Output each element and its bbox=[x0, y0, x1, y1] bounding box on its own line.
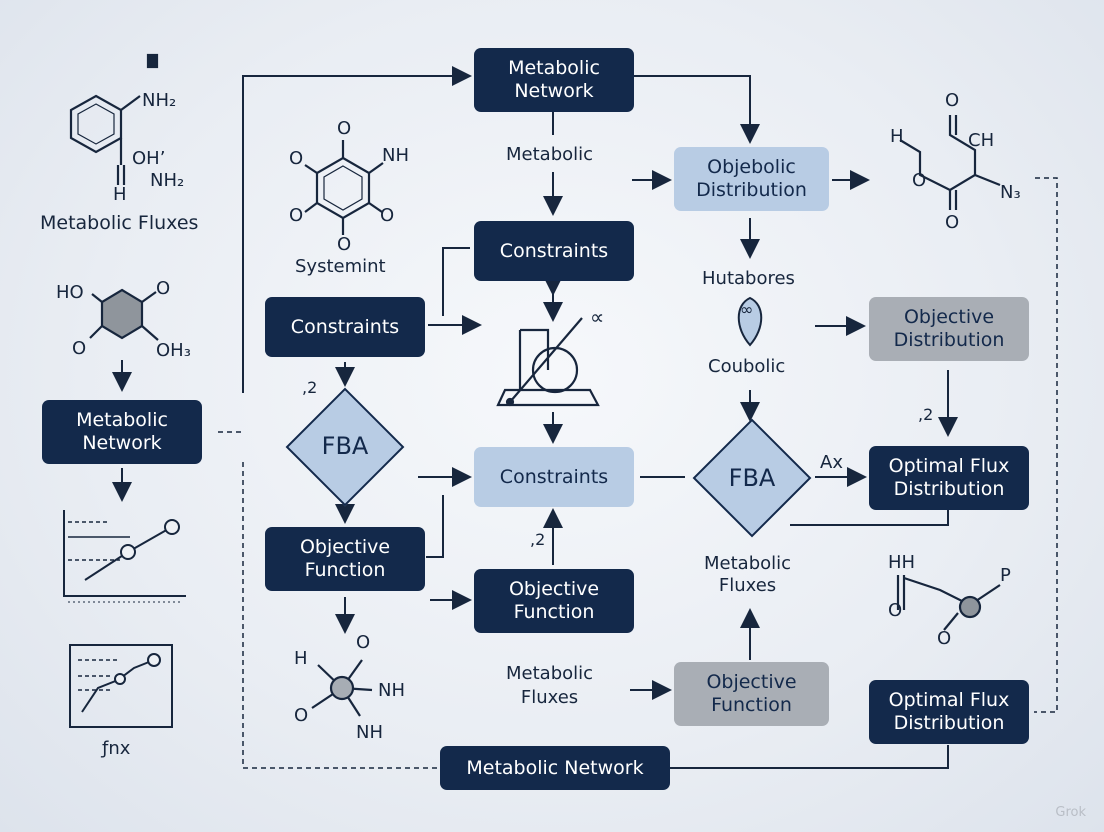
chem-o-mid-right: O bbox=[912, 170, 927, 191]
molecule-bottom-left bbox=[311, 659, 373, 717]
chart-icon-1 bbox=[63, 510, 186, 603]
chem-o-top-right: O bbox=[945, 90, 960, 111]
chem-h-right: H bbox=[890, 126, 904, 147]
objective-distribution-box[interactable]: Objective Distribution bbox=[869, 297, 1029, 361]
chem-n3: N₃ bbox=[1000, 182, 1021, 203]
hutabores-label: Hutabores bbox=[702, 268, 795, 289]
molecule-top-right bbox=[899, 115, 1001, 210]
metabolic-fluxes-label-bottom: Metabolic Fluxes bbox=[506, 663, 594, 708]
metabolic-fluxes-caption: Metabolic Fluxes bbox=[40, 212, 199, 234]
constraints-box-center[interactable]: Constraints bbox=[474, 447, 634, 507]
chem-nh-q: NH bbox=[382, 145, 409, 166]
chem-o-bot2: O bbox=[294, 705, 309, 726]
metabolic-network-box-top[interactable]: Metabolic Network bbox=[474, 48, 634, 112]
alpha-symbol: ∝ bbox=[590, 305, 605, 329]
chem-nh-bot2: NH bbox=[356, 722, 383, 743]
chem-h-bot: H bbox=[294, 648, 308, 669]
objective-function-box-left[interactable]: Objective Function bbox=[265, 527, 425, 591]
chem-ch: CH bbox=[968, 130, 995, 151]
chem-nh2-top: NH₂ bbox=[142, 90, 177, 111]
watermark: Grok bbox=[1055, 805, 1086, 820]
ax-label: Ax bbox=[820, 452, 843, 473]
chem-nh2-low: NH₂ bbox=[150, 170, 185, 191]
chem-o-p1: O bbox=[888, 600, 903, 621]
coubolic-label: Coubolic bbox=[708, 356, 786, 377]
chem-o-q3: O bbox=[289, 205, 304, 226]
chem-ho: HO bbox=[56, 282, 84, 303]
two-label-a: ,2 bbox=[302, 378, 318, 397]
chem-o-q1: O bbox=[337, 118, 352, 139]
chem-oh3: OH₃ bbox=[156, 340, 191, 361]
fba-label-left: FBA bbox=[321, 432, 369, 460]
two-label-c: ,2 bbox=[918, 405, 934, 424]
chem-o1: O bbox=[337, 234, 352, 255]
metabolic-label-mid: Metabolic bbox=[506, 144, 594, 165]
optimal-flux-distribution-box-bottom[interactable]: Optimal Flux Distribution bbox=[869, 680, 1029, 744]
pin-icon bbox=[737, 296, 763, 347]
chem-oh-prime: OH’ bbox=[132, 148, 166, 169]
chem-o-bot-right: O bbox=[945, 212, 960, 233]
flask-icon bbox=[496, 317, 600, 407]
chem-o-p2: O bbox=[937, 628, 952, 649]
two-label-b: ,2 bbox=[530, 530, 546, 549]
systemint-label: Systemint bbox=[295, 256, 386, 277]
chem-o-bot1: O bbox=[356, 632, 371, 653]
molecule-top-left bbox=[69, 53, 159, 185]
molecule-bottom-right bbox=[896, 575, 1001, 631]
chart-icon-2 bbox=[69, 644, 173, 728]
molecule-quinone bbox=[304, 140, 384, 235]
chem-o-r: O bbox=[156, 278, 171, 299]
objebolic-distribution-box[interactable]: Objebolic Distribution bbox=[674, 147, 829, 211]
optimal-flux-distribution-box-right[interactable]: Optimal Flux Distribution bbox=[869, 446, 1029, 510]
fba-label-right: FBA bbox=[728, 464, 776, 492]
chem-p: P bbox=[1000, 565, 1011, 586]
objective-function-box-center[interactable]: Objective Function bbox=[474, 569, 634, 633]
infinity-icon: ∞ bbox=[740, 300, 754, 319]
chem-h-top: H bbox=[113, 184, 127, 205]
objective-function-box-right[interactable]: Objective Function bbox=[674, 662, 829, 726]
metabolic-network-box-bottom[interactable]: Metabolic Network bbox=[440, 746, 670, 790]
metabolic-fluxes-label-right: Metabolic Fluxes bbox=[704, 553, 792, 596]
chem-hh: HH bbox=[888, 552, 916, 573]
chem-o-r2: O bbox=[72, 338, 87, 359]
chem-o-q4: O bbox=[380, 205, 395, 226]
fnx-label: ƒnx bbox=[102, 738, 131, 759]
molecule-left-mid bbox=[89, 288, 159, 341]
chem-o-q2: O bbox=[289, 148, 304, 169]
metabolic-network-box-left[interactable]: Metabolic Network bbox=[42, 400, 202, 464]
constraints-box-left[interactable]: Constraints bbox=[265, 297, 425, 357]
chem-nh-bot1: NH bbox=[378, 680, 405, 701]
constraints-box-top[interactable]: Constraints bbox=[474, 221, 634, 281]
